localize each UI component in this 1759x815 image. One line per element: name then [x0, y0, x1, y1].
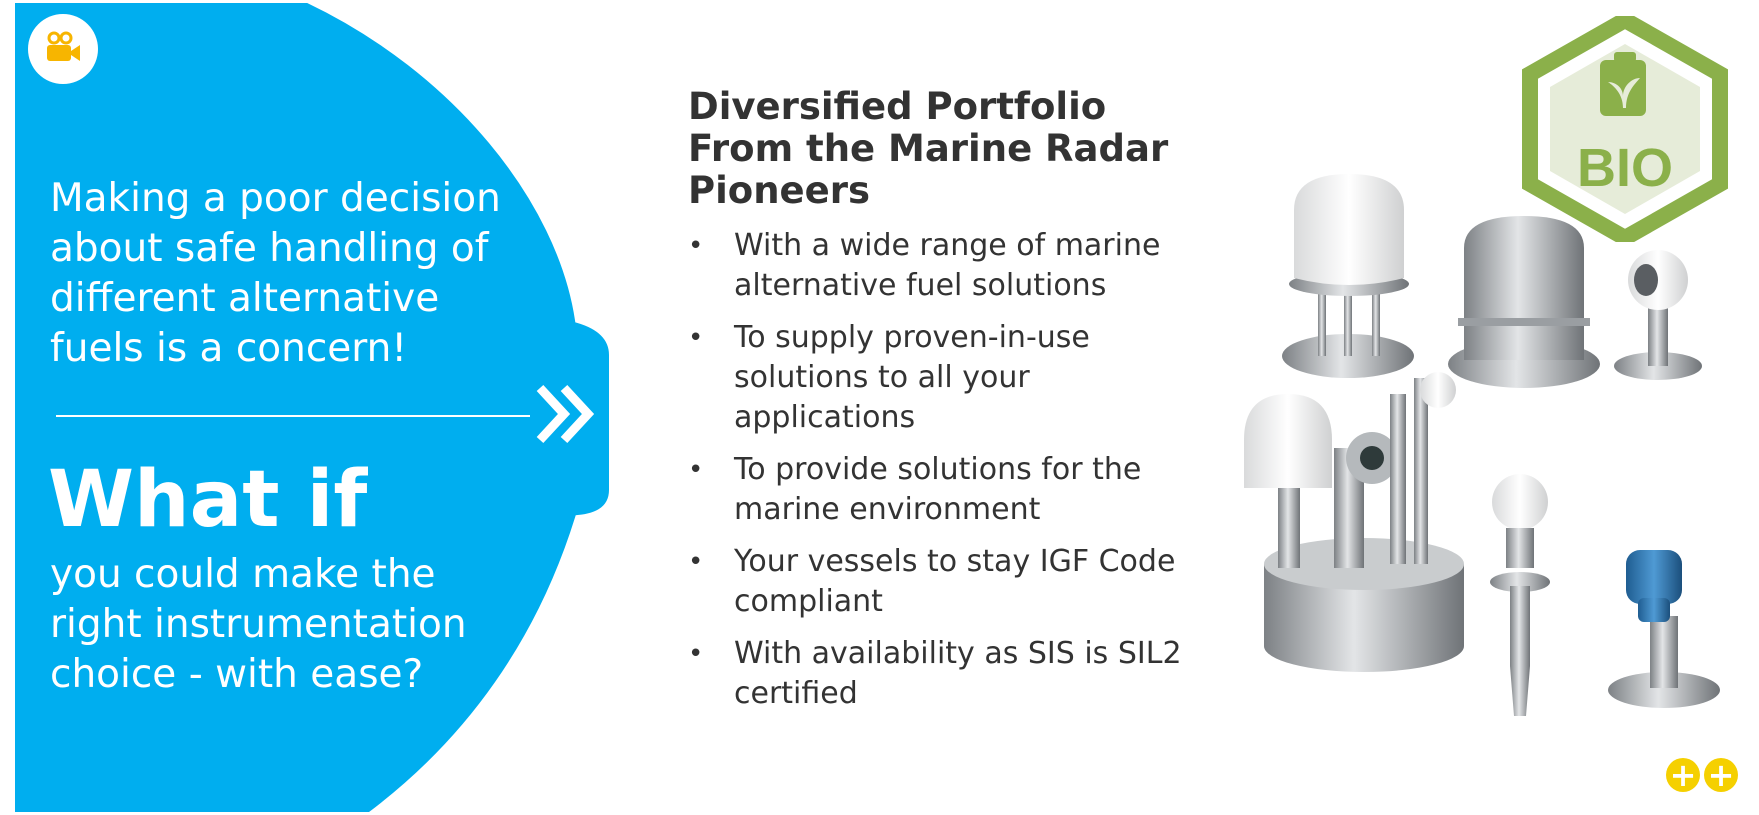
fuel-can-leaf-icon — [1600, 52, 1646, 116]
double-chevron-right-icon[interactable] — [534, 382, 598, 446]
plus-button-2[interactable]: + — [1704, 758, 1738, 792]
list-item-text: Your vessels to stay IGF Code compliant — [734, 544, 1176, 619]
dome-radar-gauge — [1282, 174, 1414, 378]
list-item: • Your vessels to stay IGF Code compliant — [688, 542, 1208, 622]
video-button[interactable] — [28, 14, 98, 84]
blue-panel — [9, 0, 615, 815]
list-item-text: To supply proven-in-use solutions to all… — [734, 320, 1090, 435]
bullet-glyph: • — [688, 455, 704, 485]
bullet-glyph: • — [688, 639, 704, 669]
list-item: • To supply proven-in-use solutions to al… — [688, 318, 1208, 438]
radar-level-gauges-image — [1244, 174, 1720, 716]
ease-text: you could make the right instrumentation… — [50, 552, 467, 697]
blue-transmitter-gauge — [1608, 550, 1720, 708]
compact-radar-gauge — [1614, 250, 1702, 380]
bullet-glyph: • — [688, 547, 704, 577]
bullet-glyph: • — [688, 231, 704, 261]
list-item: • With a wide range of marine alternative… — [688, 226, 1208, 306]
manifold-gauge-assembly — [1244, 372, 1464, 672]
list-item-text: With availability as SIS is SIL2 certifi… — [734, 636, 1182, 711]
divider-line — [56, 415, 530, 417]
portfolio-title: Diversified Portfolio From the Marine Ra… — [688, 85, 1169, 212]
list-item-text: To provide solutions for the marine envi… — [734, 452, 1142, 527]
bullet-glyph: • — [688, 323, 704, 353]
benefit-list: • With a wide range of marine alternative… — [688, 226, 1208, 726]
list-item-text: With a wide range of marine alternative … — [734, 228, 1161, 303]
concern-text: Making a poor decision about safe handli… — [50, 176, 501, 371]
steel-cylinder-gauge — [1448, 216, 1600, 388]
bio-badge: BIO — [1522, 16, 1728, 242]
bio-label: BIO — [1577, 138, 1673, 198]
rod-antenna-gauge — [1490, 474, 1550, 716]
plus-button-1[interactable]: + — [1666, 758, 1700, 792]
what-if-heading: What if — [48, 455, 368, 545]
video-camera-icon — [47, 31, 80, 61]
plus-button-group: + + — [1666, 758, 1738, 792]
list-item: • With availability as SIS is SIL2 certif… — [688, 634, 1208, 714]
list-item: • To provide solutions for the marine env… — [688, 450, 1208, 530]
